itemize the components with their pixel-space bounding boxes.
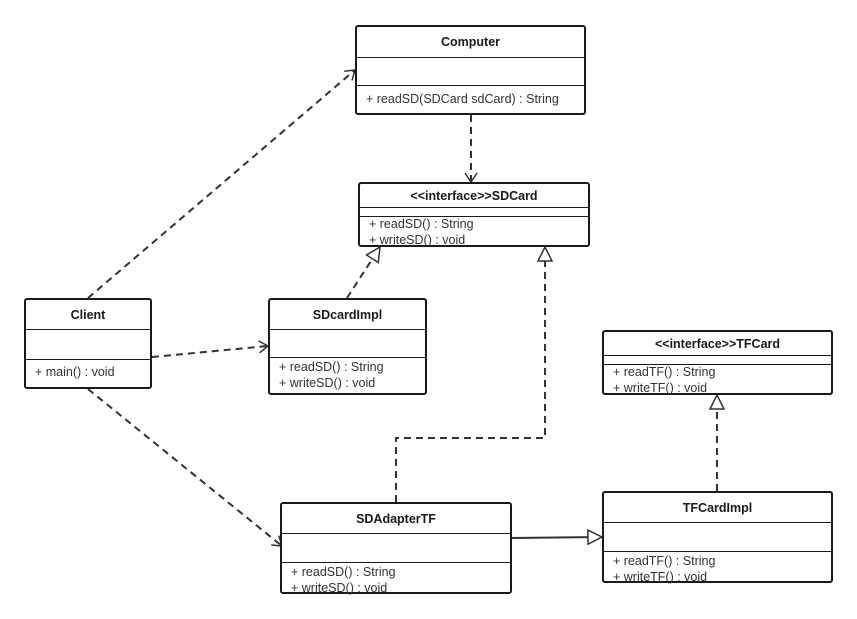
class-computer[interactable]: Computer + readSD(SDCard sdCard) : Strin… — [355, 25, 586, 115]
operation: + readTF() : String — [613, 365, 716, 379]
class-operations: + readSD() : String + writeSD() : void — [282, 563, 510, 596]
interface-tfcard[interactable]: <<interface>>TFCard + readTF() : String … — [602, 330, 833, 395]
dependency-client-sdcardimpl — [151, 340, 270, 358]
operation: + readSD() : String — [291, 565, 396, 579]
realization-sdcardimpl-sdcard — [346, 247, 380, 299]
class-name: Client — [26, 300, 150, 330]
operation: + main() : void — [35, 365, 115, 379]
class-attributes — [26, 330, 150, 360]
class-operations: + main() : void — [26, 360, 150, 381]
class-attributes — [270, 330, 425, 358]
class-operations: + readTF() : String + writeTF() : void — [604, 365, 831, 396]
class-tfcardimpl[interactable]: TFCardImpl + readTF() : String + writeTF… — [602, 491, 833, 585]
dependency-client-sdadaptertf — [87, 388, 284, 547]
operation: + readSD() : String — [279, 360, 384, 374]
class-name: <<interface>>SDCard — [360, 184, 588, 208]
class-name: <<interface>>TFCard — [604, 332, 831, 356]
class-name: Computer — [357, 27, 584, 58]
class-attributes — [360, 208, 588, 217]
class-operations: + readSD() : String + writeSD() : void — [360, 217, 588, 248]
operation: + writeTF() : void — [613, 569, 708, 584]
class-client[interactable]: Client + main() : void — [24, 298, 152, 389]
operation: + readTF() : String — [613, 554, 716, 568]
class-sdadaptertf[interactable]: SDAdapterTF + readSD() : String + writeS… — [280, 502, 512, 596]
class-attributes — [282, 534, 510, 563]
class-attributes — [604, 356, 831, 365]
class-operations: + readSD(SDCard sdCard) : String — [357, 86, 584, 108]
class-operations: + readTF() : String + writeTF() : void — [604, 552, 831, 585]
operation: + writeSD() : void — [279, 375, 376, 390]
realization-sdadaptertf-sdcard — [395, 247, 545, 502]
interface-sdcard[interactable]: <<interface>>SDCard + readSD() : String … — [358, 182, 590, 247]
class-operations: + readSD() : String + writeSD() : void — [270, 358, 425, 391]
dependency-client-computer — [87, 69, 357, 299]
operation: + readSD(SDCard sdCard) : String — [366, 92, 559, 106]
class-attributes — [357, 58, 584, 86]
operation: + writeSD() : void — [369, 232, 466, 247]
association-sdadaptertf-tfcardimpl — [510, 537, 602, 538]
operation: + readSD() : String — [369, 217, 474, 231]
class-name: TFCardImpl — [604, 493, 831, 523]
class-name: SDAdapterTF — [282, 504, 510, 534]
class-sdcardimpl[interactable]: SDcardImpl + readSD() : String + writeSD… — [268, 298, 427, 395]
class-name: SDcardImpl — [270, 300, 425, 330]
operation: + writeTF() : void — [613, 380, 708, 395]
class-attributes — [604, 523, 831, 552]
operation: + writeSD() : void — [291, 580, 388, 595]
